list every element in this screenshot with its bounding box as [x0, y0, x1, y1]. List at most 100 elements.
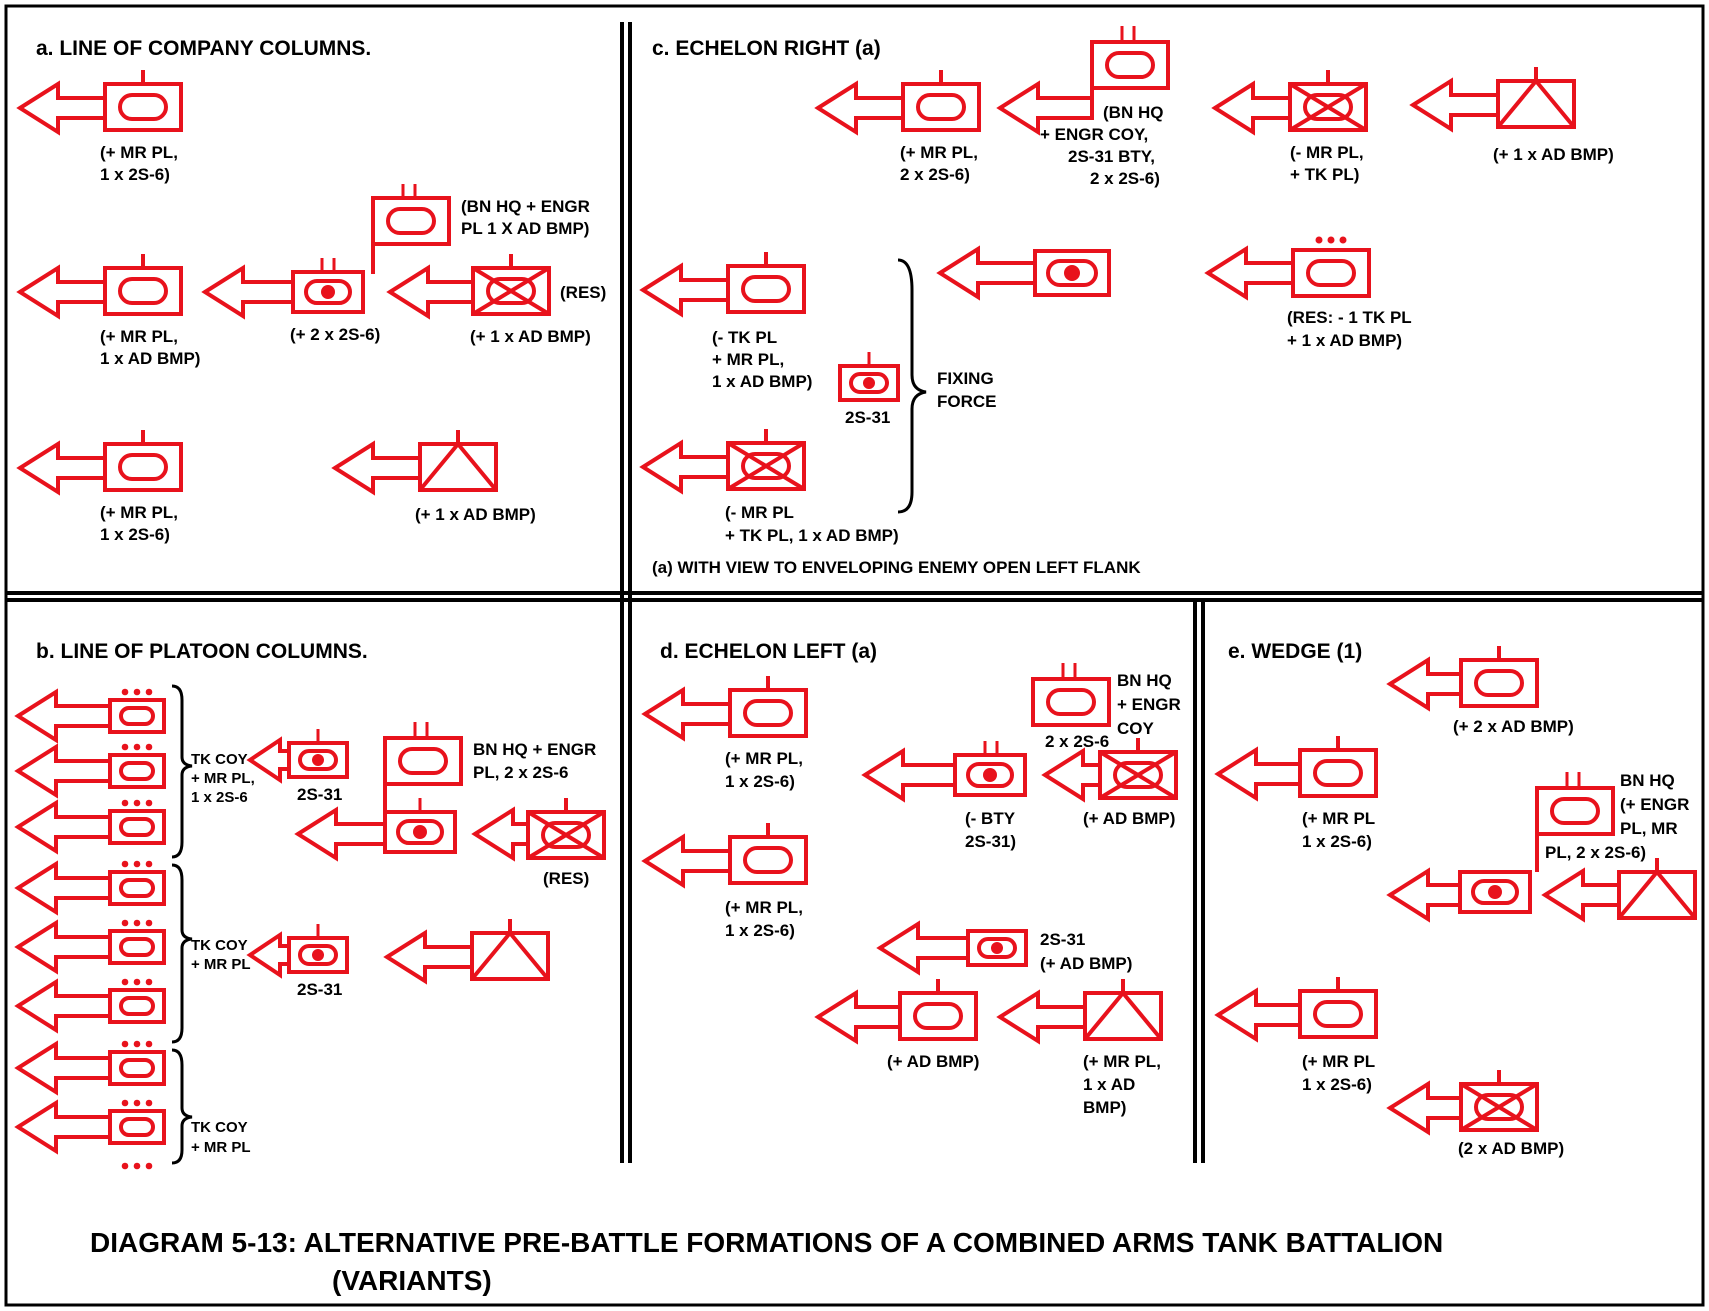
panel-b: b. LINE OF PLATOON COLUMNS. TK COY + MR …	[14, 640, 606, 1170]
platoon-symbol	[108, 1109, 166, 1145]
c-note: (a) WITH VIEW TO ENVELOPING ENEMY OPEN L…	[652, 558, 1141, 577]
platoon-arrow	[14, 919, 112, 975]
platoon-dot	[133, 919, 141, 927]
platoon-dot	[145, 860, 153, 868]
c-hq-label3: 2S-31 BTY,	[1068, 147, 1155, 166]
platoon-dot	[133, 860, 141, 868]
platoon-dot	[145, 978, 153, 986]
d-art-label: 2S-31	[1040, 930, 1085, 949]
a-art-label: (+ 2 x 2S-6)	[290, 325, 380, 344]
b-tk2-label2: + MR PL	[191, 956, 251, 973]
platoon-oval	[119, 706, 155, 726]
d-bty-label2: 2S-31)	[965, 832, 1016, 851]
panel-c: c. ECHELON RIGHT (a) (+ MR PL, 2 x 2S-6)…	[639, 26, 1614, 577]
b-art2-label: 2S-31	[297, 980, 342, 999]
c-hq-label4: 2 x 2S-6)	[1090, 169, 1160, 188]
a-inf-label: (+ 1 x AD BMP)	[470, 327, 591, 346]
platoon-symbol	[108, 988, 166, 1024]
platoon-dot	[133, 688, 141, 696]
platoon-dot	[121, 860, 129, 868]
platoon-symbol	[108, 929, 166, 965]
e-hq-label4: PL, 2 x 2S-6)	[1545, 843, 1646, 862]
c-fixing-label: FIXING	[937, 369, 994, 388]
panel-d-title: d. ECHELON LEFT (a)	[660, 640, 877, 663]
b-res-label: (RES)	[543, 869, 589, 888]
c-fix1-label: (- TK PL	[712, 328, 777, 347]
d-unit6-label2: 1 x AD	[1083, 1075, 1135, 1094]
c-fix1-label2: + MR PL,	[712, 350, 784, 369]
e-unit1-label: (+ 2 x AD BMP)	[1453, 717, 1574, 736]
d-inf-label: (+ AD BMP)	[1083, 809, 1175, 828]
c-hq-label2: + ENGR COY,	[1040, 125, 1148, 144]
platoon-dot	[145, 1162, 153, 1170]
d-unit1-label: (+ MR PL,	[725, 749, 803, 768]
e-unit2-label: (+ MR PL	[1302, 809, 1375, 828]
platoon-arrow	[14, 799, 112, 855]
platoon-oval	[119, 1117, 155, 1137]
c-fix2-label: (- MR PL	[725, 503, 794, 522]
b-tk1-label2: + MR PL,	[191, 770, 255, 787]
d-ad-label: (+ AD BMP)	[887, 1052, 979, 1071]
platoon-dot	[121, 978, 129, 986]
d-unit2-label2: 1 x 2S-6)	[725, 921, 795, 940]
platoon-dot	[133, 1040, 141, 1048]
platoon-dot	[145, 799, 153, 807]
platoon-dot	[145, 1099, 153, 1107]
a-unit3-label2: 1 x 2S-6)	[100, 525, 170, 544]
e-hq-label3: PL, MR	[1620, 819, 1678, 838]
platoon-oval	[119, 937, 155, 957]
platoon-symbol	[108, 753, 166, 789]
b-tk2-label: TK COY	[191, 937, 248, 954]
e-hq-label2: (+ ENGR	[1620, 795, 1689, 814]
outer-frame	[4, 4, 1705, 1307]
d-hq-label: BN HQ	[1117, 671, 1172, 690]
c-unit3-label: (- MR PL,	[1290, 143, 1364, 162]
platoon-dot	[121, 919, 129, 927]
platoon-arrow	[14, 1099, 112, 1155]
d-unit2-label: (+ MR PL,	[725, 898, 803, 917]
platoon-dot	[133, 799, 141, 807]
platoon-columns	[14, 688, 166, 1170]
e-hq-label: BN HQ	[1620, 771, 1675, 790]
platoon-dot	[133, 743, 141, 751]
d-bty-label: (- BTY	[965, 809, 1016, 828]
b-art1-label: 2S-31	[297, 785, 342, 804]
fixing-force-brace	[897, 258, 927, 514]
panel-a: a. LINE OF COMPANY COLUMNS. (+ MR PL, 1 …	[16, 37, 606, 544]
platoon-oval	[119, 878, 155, 898]
platoon-dot	[145, 688, 153, 696]
b-tk1-label: TK COY	[191, 751, 248, 768]
b-hq-label2: PL, 2 x 2S-6	[473, 763, 568, 782]
a-hq-label2: PL 1 X AD BMP)	[461, 219, 589, 238]
a-ad-label: (+ 1 x AD BMP)	[415, 505, 536, 524]
e-unit3-label: (+ MR PL	[1302, 1052, 1375, 1071]
a-unit2-label2: 1 x AD BMP)	[100, 349, 200, 368]
platoon-arrow	[14, 860, 112, 916]
d-art-label2: (+ AD BMP)	[1040, 954, 1132, 973]
platoon-dot	[133, 1162, 141, 1170]
e-unit2-label2: 1 x 2S-6)	[1302, 832, 1372, 851]
c-unit1-label: (+ MR PL,	[900, 143, 978, 162]
d-hq-label2: + ENGR	[1117, 695, 1181, 714]
c-ad-label: (+ 1 x AD BMP)	[1493, 145, 1614, 164]
c-res-label: (RES: - 1 TK PL	[1287, 308, 1412, 327]
panel-a-title: a. LINE OF COMPANY COLUMNS.	[36, 37, 371, 60]
a-unit2-label: (+ MR PL,	[100, 327, 178, 346]
c-unit3-label2: + TK PL)	[1290, 165, 1359, 184]
c-fix1-label3: 1 x AD BMP)	[712, 372, 812, 391]
panel-e: e. WEDGE (1) (+ 2 x AD BMP) (+ MR PL 1 x…	[1214, 640, 1697, 1158]
diagram-caption: DIAGRAM 5-13: ALTERNATIVE PRE-BATTLE FOR…	[90, 1227, 1443, 1258]
c-unit1-label2: 2 x 2S-6)	[900, 165, 970, 184]
platoon-symbol	[108, 698, 166, 734]
d-hq-label3: COY	[1117, 719, 1155, 738]
platoon-symbol	[108, 809, 166, 845]
a-unit1-label2: 1 x 2S-6)	[100, 165, 170, 184]
d-unit1-label2: 1 x 2S-6)	[725, 772, 795, 791]
panel-b-title: b. LINE OF PLATOON COLUMNS.	[36, 640, 368, 663]
platoon-oval	[119, 996, 155, 1016]
platoon-arrow	[14, 743, 112, 799]
a-unit1-label: (+ MR PL,	[100, 143, 178, 162]
c-hq-label: (BN HQ	[1103, 103, 1163, 122]
c-art-label: 2S-31	[845, 408, 890, 427]
